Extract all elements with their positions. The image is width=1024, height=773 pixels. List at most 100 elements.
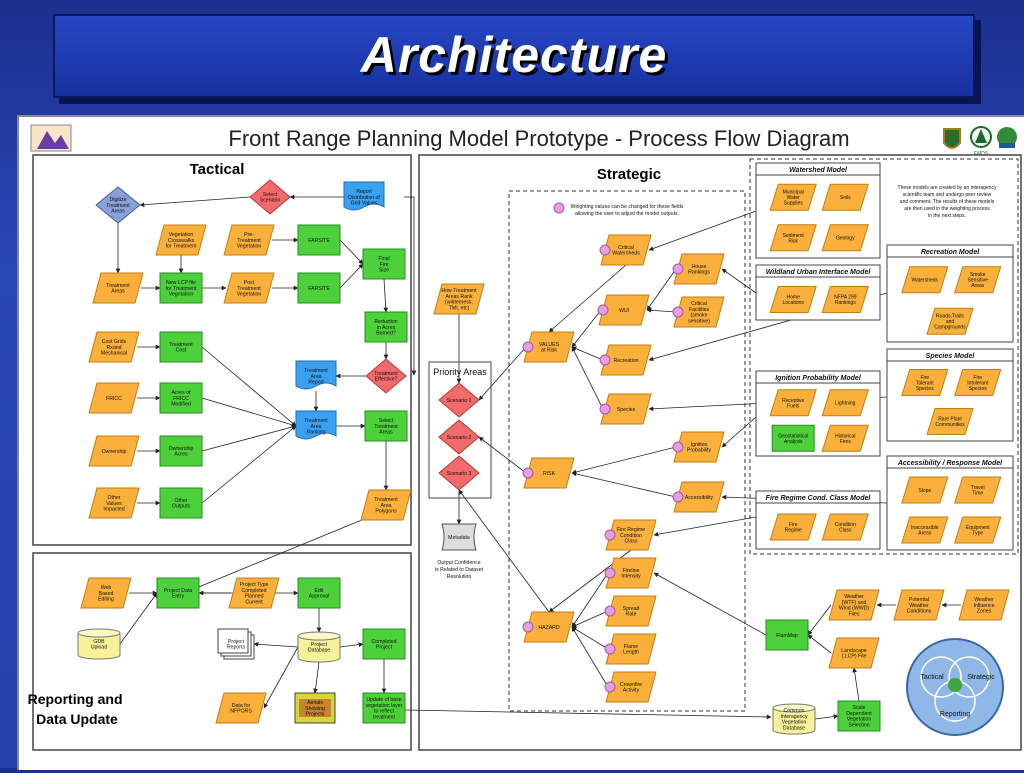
node-metadata: Metadata [441, 523, 477, 551]
flow-arrow [807, 634, 832, 654]
node-label: FARSITE [308, 238, 330, 244]
model-note-line: are then used in the weighting process [904, 206, 990, 212]
weight-badge-icon [597, 304, 609, 316]
node-label: Recreation [613, 358, 638, 364]
weight-badge-icon [672, 441, 684, 453]
model-item: Soils [821, 183, 869, 211]
flow-arrow [571, 626, 609, 650]
venn-label: Reporting [940, 711, 970, 718]
node-flammap: FlamMap [765, 619, 809, 651]
process-flow-diagram: Front Range Planning Model Prototype - P… [28, 124, 1022, 751]
weight-badge-icon [604, 605, 616, 617]
flow-arrow [646, 268, 677, 311]
node-recreation: Recreation [599, 344, 652, 376]
model-title: Species Model [926, 353, 976, 360]
weighting-note-line: allowing the user to adjust the model ou… [575, 211, 679, 217]
flow-arrow [653, 516, 757, 537]
flow-arrow [571, 346, 604, 361]
weight-badge-icon [604, 681, 616, 693]
flow-arrow [646, 307, 677, 313]
node-landscape: Landscape(.LCP) File [828, 637, 880, 669]
weight-badge-icon [522, 341, 534, 353]
flow-arrow [571, 346, 604, 410]
model-title: Fire Regime Cond. Class Model [766, 495, 872, 502]
flow-arrow [339, 263, 364, 289]
weight-badge-icon [522, 621, 534, 633]
node-scenario1: Scenario 1 [438, 382, 480, 418]
flow-arrow [571, 471, 677, 498]
flow-arrow [478, 436, 527, 474]
node-label: Scenario 1 [447, 398, 472, 404]
slide-title: Architecture [360, 27, 668, 83]
tactical-title: Tactical [190, 161, 245, 178]
node-fricc: FRICC [88, 382, 140, 414]
weighting-note: Weighting values can be changed for thes… [553, 202, 684, 217]
flow-arrow [253, 641, 299, 648]
diagram-heading: Front Range Planning Model Prototype - P… [228, 126, 849, 151]
agency-shield-icon [943, 128, 961, 149]
flow-arrow [852, 667, 860, 702]
weight-badge-icon [599, 354, 611, 366]
flow-arrow [263, 646, 299, 709]
venn-label: Strategic [967, 674, 995, 681]
weight-badge-icon [522, 467, 534, 479]
node-farsite1: FARSITE [297, 224, 341, 256]
model-item-label: Lightning [835, 401, 856, 407]
node-label: Scenario 3 [447, 471, 472, 477]
model-item: Slope [901, 476, 949, 504]
